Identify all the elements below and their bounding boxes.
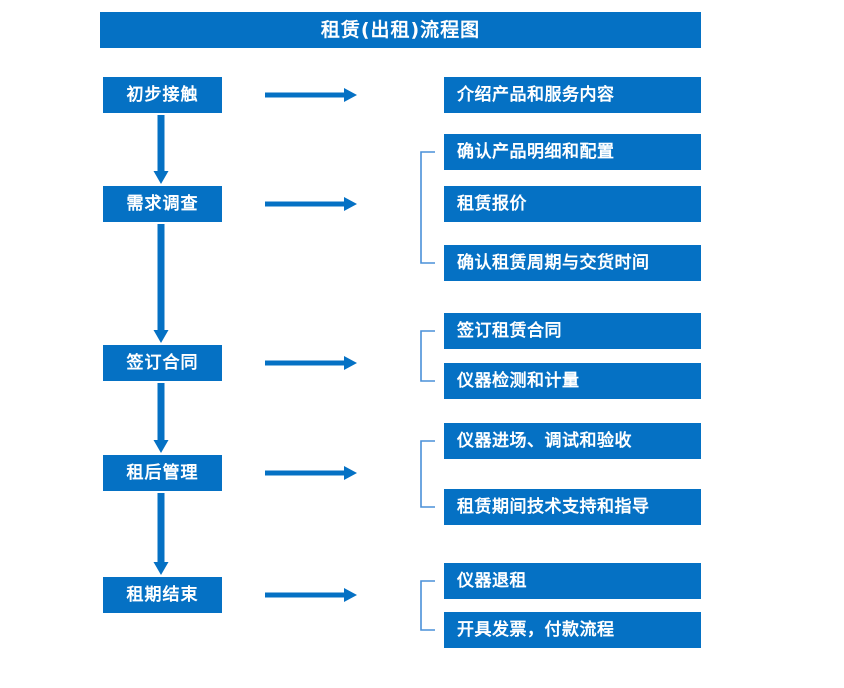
- stage-label-2: 需求调查: [126, 193, 199, 214]
- arrow-right-2: [265, 197, 357, 211]
- arrow-down-4: [153, 493, 169, 575]
- detail-box-2-1[interactable]: 确认产品明细和配置: [444, 134, 701, 170]
- arrow-down-1: [153, 115, 169, 184]
- bracket-group: [420, 151, 435, 631]
- detail-box-4-1[interactable]: 仪器进场、调试和验收: [444, 423, 701, 459]
- detail-label-5-1: 仪器退租: [457, 570, 527, 591]
- detail-label-1-1: 介绍产品和服务内容: [457, 84, 615, 105]
- stage-label-1: 初步接触: [126, 84, 199, 105]
- arrow-right-3: [265, 356, 357, 370]
- arrow-down-2: [153, 224, 169, 343]
- arrow-right-5: [265, 588, 357, 602]
- bracket-group-2: [420, 151, 435, 264]
- stage-label-3: 签订合同: [126, 352, 199, 373]
- horizontal-arrow-group: [265, 88, 357, 602]
- stage-box-1[interactable]: 初步接触: [103, 77, 222, 113]
- arrow-right-4: [265, 466, 357, 480]
- bracket-group-4: [420, 440, 435, 508]
- arrow-right-1: [265, 88, 357, 102]
- detail-label-2-2: 租赁报价: [457, 193, 527, 214]
- detail-label-3-1: 签订租赁合同: [457, 320, 562, 341]
- arrow-down-3: [153, 383, 169, 453]
- bracket-group-3: [420, 330, 435, 382]
- detail-box-5-2[interactable]: 开具发票，付款流程: [444, 612, 701, 648]
- detail-label-2-1: 确认产品明细和配置: [457, 141, 615, 162]
- stage-box-5[interactable]: 租期结束: [103, 577, 222, 613]
- detail-label-4-2: 租赁期间技术支持和指导: [457, 496, 650, 517]
- detail-box-5-1[interactable]: 仪器退租: [444, 563, 701, 599]
- stage-label-5: 租期结束: [126, 584, 199, 605]
- detail-label-3-2: 仪器检测和计量: [457, 370, 580, 391]
- stage-box-4[interactable]: 租后管理: [103, 455, 222, 491]
- detail-box-4-2[interactable]: 租赁期间技术支持和指导: [444, 489, 701, 525]
- detail-label-5-2: 开具发票，付款流程: [457, 619, 615, 640]
- detail-label-4-1: 仪器进场、调试和验收: [457, 430, 632, 451]
- detail-box-3-1[interactable]: 签订租赁合同: [444, 313, 701, 349]
- detail-box-2-2[interactable]: 租赁报价: [444, 186, 701, 222]
- detail-box-1-1[interactable]: 介绍产品和服务内容: [444, 77, 701, 113]
- detail-box-2-3[interactable]: 确认租赁周期与交货时间: [444, 245, 701, 281]
- page-title: 租赁(出租)流程图: [320, 18, 481, 41]
- stage-label-4: 租后管理: [126, 462, 199, 483]
- bracket-group-5: [420, 580, 435, 631]
- stage-box-2[interactable]: 需求调查: [103, 186, 222, 222]
- page-title-banner: 租赁(出租)流程图: [100, 12, 701, 48]
- stage-box-3[interactable]: 签订合同: [103, 345, 222, 381]
- detail-box-3-2[interactable]: 仪器检测和计量: [444, 363, 701, 399]
- detail-label-2-3: 确认租赁周期与交货时间: [457, 252, 650, 273]
